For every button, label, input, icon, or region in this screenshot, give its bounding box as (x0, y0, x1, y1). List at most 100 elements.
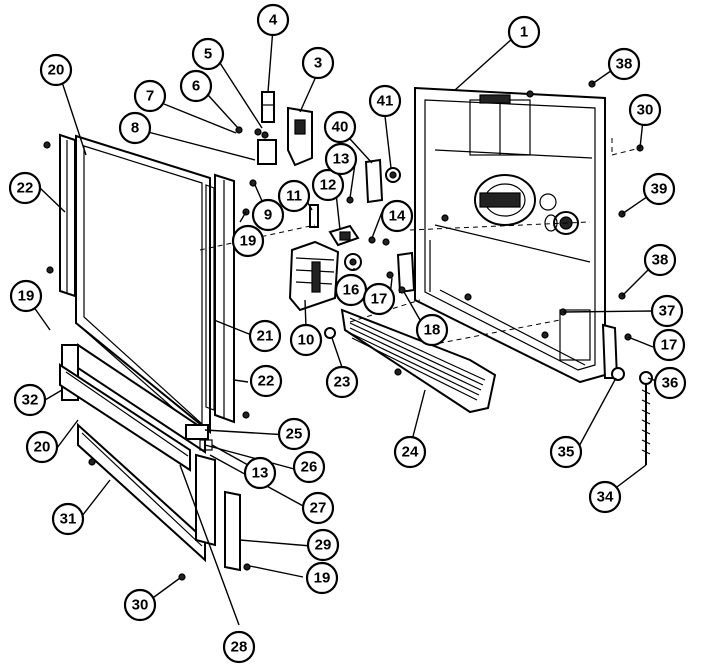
callout-label: 11 (286, 188, 302, 205)
callout-21: 21 (248, 319, 282, 353)
callout-27: 27 (301, 491, 335, 525)
callout-label: 12 (320, 177, 337, 194)
hinge-arm-spring (588, 80, 653, 465)
callout-29: 29 (306, 528, 340, 562)
callout-label: 3 (314, 55, 322, 72)
callout-24: 24 (393, 435, 427, 469)
callout-34: 34 (588, 480, 622, 514)
callout-label: 5 (204, 46, 212, 63)
callout-label: 22 (17, 180, 34, 197)
callout-32: 32 (13, 383, 47, 417)
callout-35: 35 (549, 435, 583, 469)
control-module (288, 240, 340, 312)
callout-41: 41 (368, 84, 402, 118)
callout-label: 17 (371, 291, 388, 308)
callout-label: 32 (22, 392, 39, 409)
washer (324, 327, 336, 339)
callout-4: 4 (256, 3, 290, 37)
callout-22-left: 22 (8, 171, 42, 205)
callout-label: 38 (616, 56, 633, 73)
callout-20-upper: 20 (39, 53, 73, 87)
callout-30-lower: 30 (123, 588, 157, 622)
callout-label: 8 (131, 120, 139, 137)
callout-19-upper: 19 (231, 224, 265, 258)
hinge-brackets (185, 424, 213, 451)
callout-1: 1 (507, 15, 541, 49)
callout-label: 22 (258, 373, 275, 390)
callout-40: 40 (323, 110, 357, 144)
callout-10: 10 (289, 323, 323, 357)
callout-9: 9 (251, 198, 285, 232)
inner-door-panel (414, 86, 606, 384)
callout-label: 41 (377, 93, 394, 110)
callout-11: 11 (277, 179, 311, 213)
latch-hardware (235, 91, 313, 216)
callout-label: 26 (301, 459, 318, 476)
callout-label: 9 (264, 207, 272, 224)
callouts: 1 3 4 5 6 7 8 9 10 11 12 13 13 14 16 17 … (8, 3, 687, 664)
callout-12: 12 (311, 168, 345, 202)
callout-label: 20 (48, 62, 65, 79)
callout-label: 13 (333, 151, 350, 168)
callout-39: 39 (642, 172, 676, 206)
callout-5: 5 (191, 37, 225, 71)
parts-drawing (43, 80, 653, 581)
callout-label: 4 (269, 12, 278, 29)
callout-36: 36 (653, 366, 687, 400)
callout-25: 25 (277, 417, 311, 451)
callout-label: 21 (257, 328, 274, 345)
knob (344, 253, 362, 271)
callout-label: 19 (314, 570, 331, 587)
callout-23: 23 (325, 365, 359, 399)
callout-label: 13 (252, 465, 269, 482)
callout-20-lower: 20 (25, 430, 59, 464)
left-side-trim (43, 133, 76, 298)
callout-label: 40 (332, 119, 349, 136)
callout-13-lower: 13 (243, 456, 277, 490)
callout-label: 14 (389, 208, 406, 225)
callout-19-left: 19 (9, 279, 43, 313)
callout-17-right: 17 (652, 328, 686, 362)
callout-19-lower: 19 (305, 561, 339, 595)
callout-38-upper: 38 (607, 47, 641, 81)
callout-label: 38 (652, 252, 669, 269)
callout-8: 8 (118, 111, 152, 145)
callout-30-upper: 30 (628, 93, 662, 127)
callout-label: 1 (520, 24, 528, 41)
small-side-strip (224, 490, 251, 572)
callout-label: 16 (343, 282, 360, 299)
callout-26: 26 (292, 450, 326, 484)
callout-37: 37 (650, 294, 684, 328)
callout-18: 18 (415, 313, 449, 347)
callout-14: 14 (380, 199, 414, 233)
callout-label: 25 (286, 426, 303, 443)
callout-label: 27 (310, 500, 327, 517)
vent-parts (346, 158, 401, 204)
bottom-rail (59, 343, 206, 472)
callout-6: 6 (179, 69, 213, 103)
inner-side-strip (205, 184, 215, 411)
callout-22-right: 22 (249, 364, 283, 398)
switch-assembly (309, 204, 360, 247)
callout-17-left: 17 (362, 282, 396, 316)
callout-label: 37 (659, 303, 676, 320)
callout-label: 17 (661, 337, 678, 354)
callout-label: 18 (424, 322, 441, 339)
callout-13-upper: 13 (324, 142, 358, 176)
callout-label: 31 (60, 511, 77, 528)
callout-label: 10 (298, 332, 315, 349)
callout-label: 24 (402, 444, 419, 461)
small-hardware (368, 236, 416, 294)
bottom-access-cover (340, 308, 497, 414)
callout-38-lower: 38 (643, 243, 677, 277)
callout-label: 36 (662, 375, 679, 392)
callout-label: 20 (34, 439, 51, 456)
callout-28: 28 (222, 630, 256, 664)
callout-label: 6 (192, 78, 200, 95)
callout-3: 3 (301, 46, 335, 80)
callout-label: 35 (558, 444, 575, 461)
callout-label: 30 (637, 102, 654, 119)
callout-label: 39 (651, 181, 668, 198)
callout-label: 34 (597, 489, 614, 506)
